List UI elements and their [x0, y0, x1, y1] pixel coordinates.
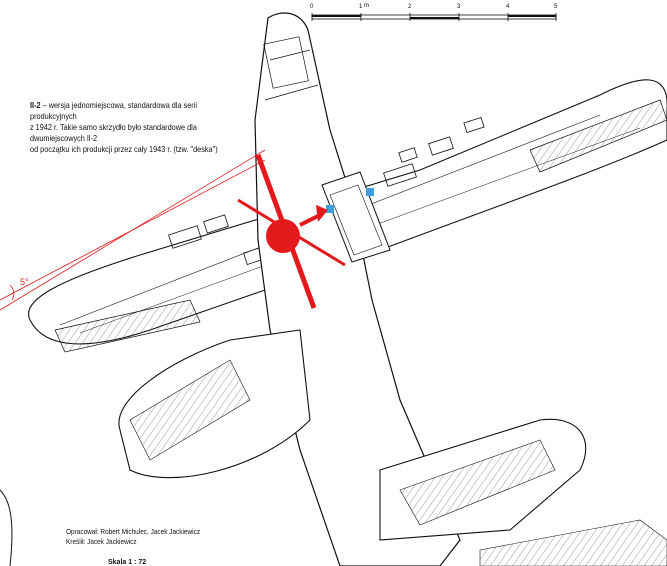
scale-label-4: 4 [506, 4, 510, 10]
credits-line-1: Opracował: Robert Michulec, Jacek Jackie… [66, 527, 201, 536]
caption-designation: Il-2 [30, 100, 41, 110]
caption-line-3: od początku ich produkcji przez cały 194… [30, 144, 218, 154]
center-of-gravity-marker [266, 219, 300, 253]
scale-label-5: 5 [554, 4, 558, 10]
credits-line-2: Kreślił: Jacek Jackiewicz [66, 537, 137, 546]
credits: Opracował: Robert Michulec, Jacek Jackie… [66, 527, 200, 547]
cut-off-text: Skala 1 : 72 [108, 559, 147, 566]
scale-label-0: 0 [310, 4, 314, 10]
page-edge-curve [0, 489, 13, 566]
scale-unit: m [364, 3, 369, 9]
caption: Il-2 – wersja jednomiejscowa, standardow… [30, 100, 245, 155]
highlight-left [326, 205, 334, 213]
scale-label-1: 1 [359, 4, 363, 10]
highlight-right [366, 188, 374, 196]
arrow-head [316, 205, 328, 222]
caption-line-2: z 1942 r. Takie samo skrzydło było stand… [30, 122, 197, 143]
caption-line-1: – wersja jednomiejscowa, standardowa dla… [30, 100, 198, 121]
scale-label-3: 3 [457, 4, 461, 10]
cockpit [321, 171, 391, 263]
wing-hatching [54, 99, 667, 353]
tail-hatching [129, 359, 667, 566]
red-annotation [0, 149, 346, 311]
scale-bar [311, 13, 557, 21]
angle-label: 5° [20, 277, 29, 287]
scale-label-2: 2 [408, 4, 412, 10]
